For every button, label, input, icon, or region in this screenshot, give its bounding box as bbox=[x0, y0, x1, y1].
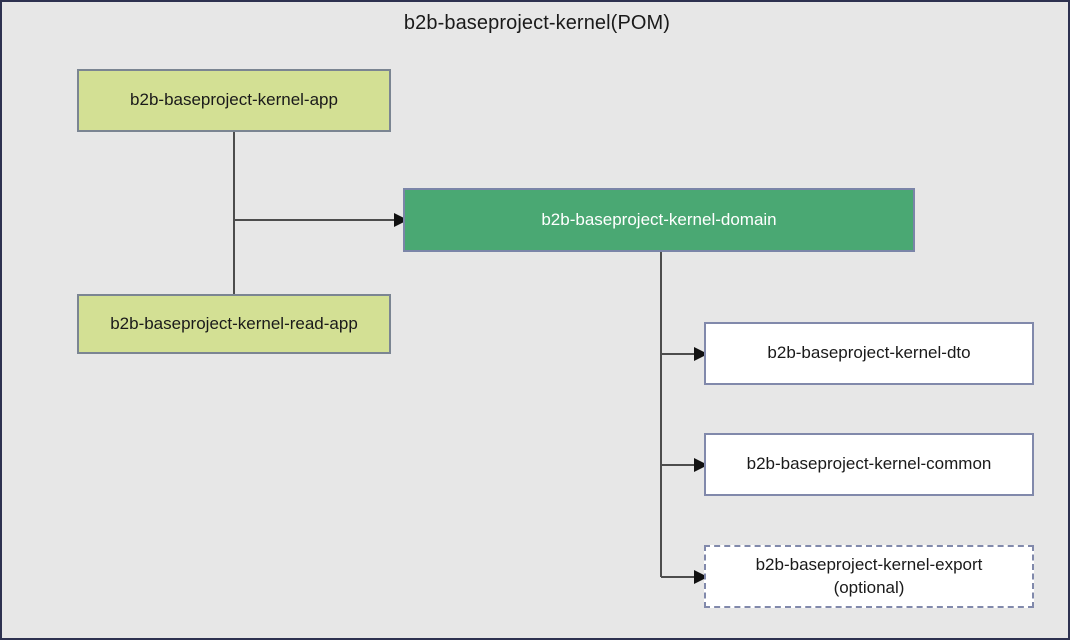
node-kernel-read-app[interactable]: b2b-baseproject-kernel-read-app bbox=[77, 294, 391, 354]
node-kernel-dto-label: b2b-baseproject-kernel-dto bbox=[767, 343, 971, 363]
node-kernel-export-optional-label: (optional) bbox=[833, 577, 905, 597]
page-title: b2b-baseproject-kernel(POM) bbox=[403, 12, 671, 34]
node-kernel-domain-label: b2b-baseproject-kernel-domain bbox=[541, 209, 777, 229]
node-kernel-read-app-label: b2b-baseproject-kernel-read-app bbox=[110, 313, 358, 333]
node-kernel-common[interactable]: b2b-baseproject-kernel-common bbox=[704, 433, 1034, 496]
node-kernel-app[interactable]: b2b-baseproject-kernel-app bbox=[77, 69, 391, 132]
node-kernel-app-label: b2b-baseproject-kernel-app bbox=[130, 90, 338, 110]
node-kernel-dto[interactable]: b2b-baseproject-kernel-dto bbox=[704, 322, 1034, 385]
node-kernel-export[interactable]: b2b-baseproject-kernel-export (optional) bbox=[704, 545, 1034, 608]
node-kernel-domain[interactable]: b2b-baseproject-kernel-domain bbox=[403, 188, 915, 252]
node-kernel-common-label: b2b-baseproject-kernel-common bbox=[746, 454, 992, 474]
node-kernel-export-label: b2b-baseproject-kernel-export bbox=[755, 554, 983, 574]
